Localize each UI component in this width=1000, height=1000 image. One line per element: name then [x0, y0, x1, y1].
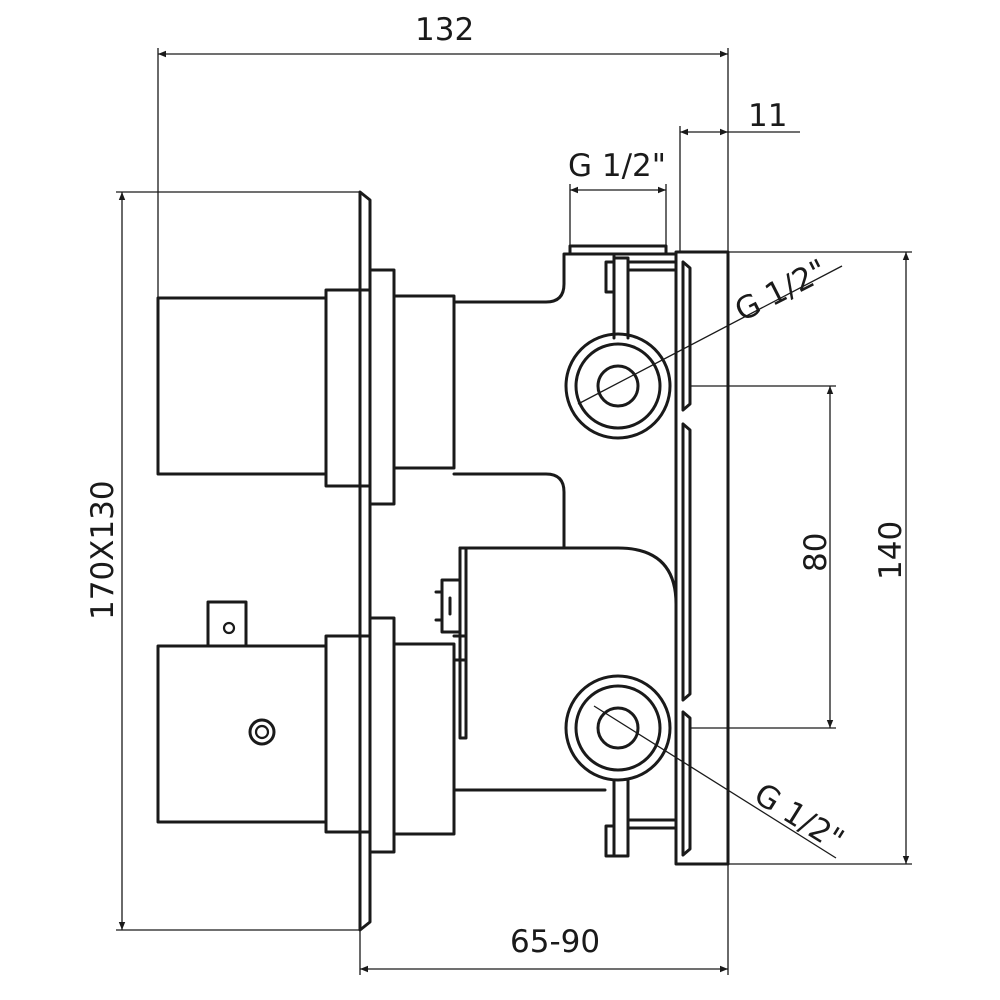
side-fitting-extra — [452, 634, 468, 662]
lower-handle — [156, 644, 328, 824]
label-top-thread: G 1/2" — [568, 148, 666, 184]
valve-body-lower — [452, 546, 678, 792]
leader-upper-inlet: G 1/2" — [577, 253, 843, 405]
label-inlet-thread-upper: G 1/2" — [729, 253, 833, 330]
upper-escutcheon — [368, 268, 396, 506]
dimension-install-depth: 65-90 — [359, 864, 729, 975]
valve-plate — [674, 250, 730, 866]
lower-escutcheon — [368, 616, 396, 854]
upper-inlet-bore — [596, 364, 640, 408]
lower-inlet-mid — [574, 684, 662, 772]
upper-handle-collar — [324, 288, 372, 488]
upper-handle — [156, 296, 328, 476]
lower-handle-collar — [324, 634, 372, 834]
valve-body-upper — [452, 252, 678, 550]
upper-spindle-housing — [392, 294, 456, 470]
temperature-button-inner-icon — [254, 724, 270, 740]
label-install-depth: 65-90 — [510, 924, 600, 960]
lower-inlet-bore — [596, 706, 640, 750]
dimension-top-thread: G 1/2" — [568, 148, 667, 246]
side-fitting — [434, 578, 462, 634]
dimension-plate-size: 170X130 — [85, 191, 360, 931]
label-inlet-spacing: 80 — [798, 533, 834, 572]
label-body-height: 140 — [873, 521, 909, 580]
lower-spindle-housing — [392, 642, 456, 836]
upper-bracket — [604, 254, 678, 340]
leader-lower-inlet: G 1/2" — [593, 705, 850, 859]
lower-bracket — [604, 778, 678, 858]
safety-tab-hole-icon — [222, 621, 236, 635]
label-plate-offset: 11 — [748, 98, 787, 134]
safety-tab — [206, 600, 248, 648]
valve-plate-slots — [681, 260, 692, 857]
cover-plate — [358, 190, 372, 932]
label-plate-size: 170X130 — [85, 480, 121, 620]
top-outlet-stub — [568, 244, 668, 256]
upper-inlet-outer — [564, 332, 672, 440]
temperature-button-icon — [248, 718, 276, 746]
dimension-inlet-spacing: 80 — [690, 385, 836, 729]
dimension-plate-offset: 11 — [679, 98, 800, 252]
dimension-overall-width: 132 — [157, 12, 729, 298]
label-inlet-thread-lower: G 1/2" — [748, 776, 850, 858]
label-overall-width: 132 — [415, 12, 474, 48]
upper-inlet-mid — [574, 342, 662, 430]
dimension-body-height: 140 — [728, 251, 912, 865]
lower-inlet-outer — [564, 674, 672, 782]
